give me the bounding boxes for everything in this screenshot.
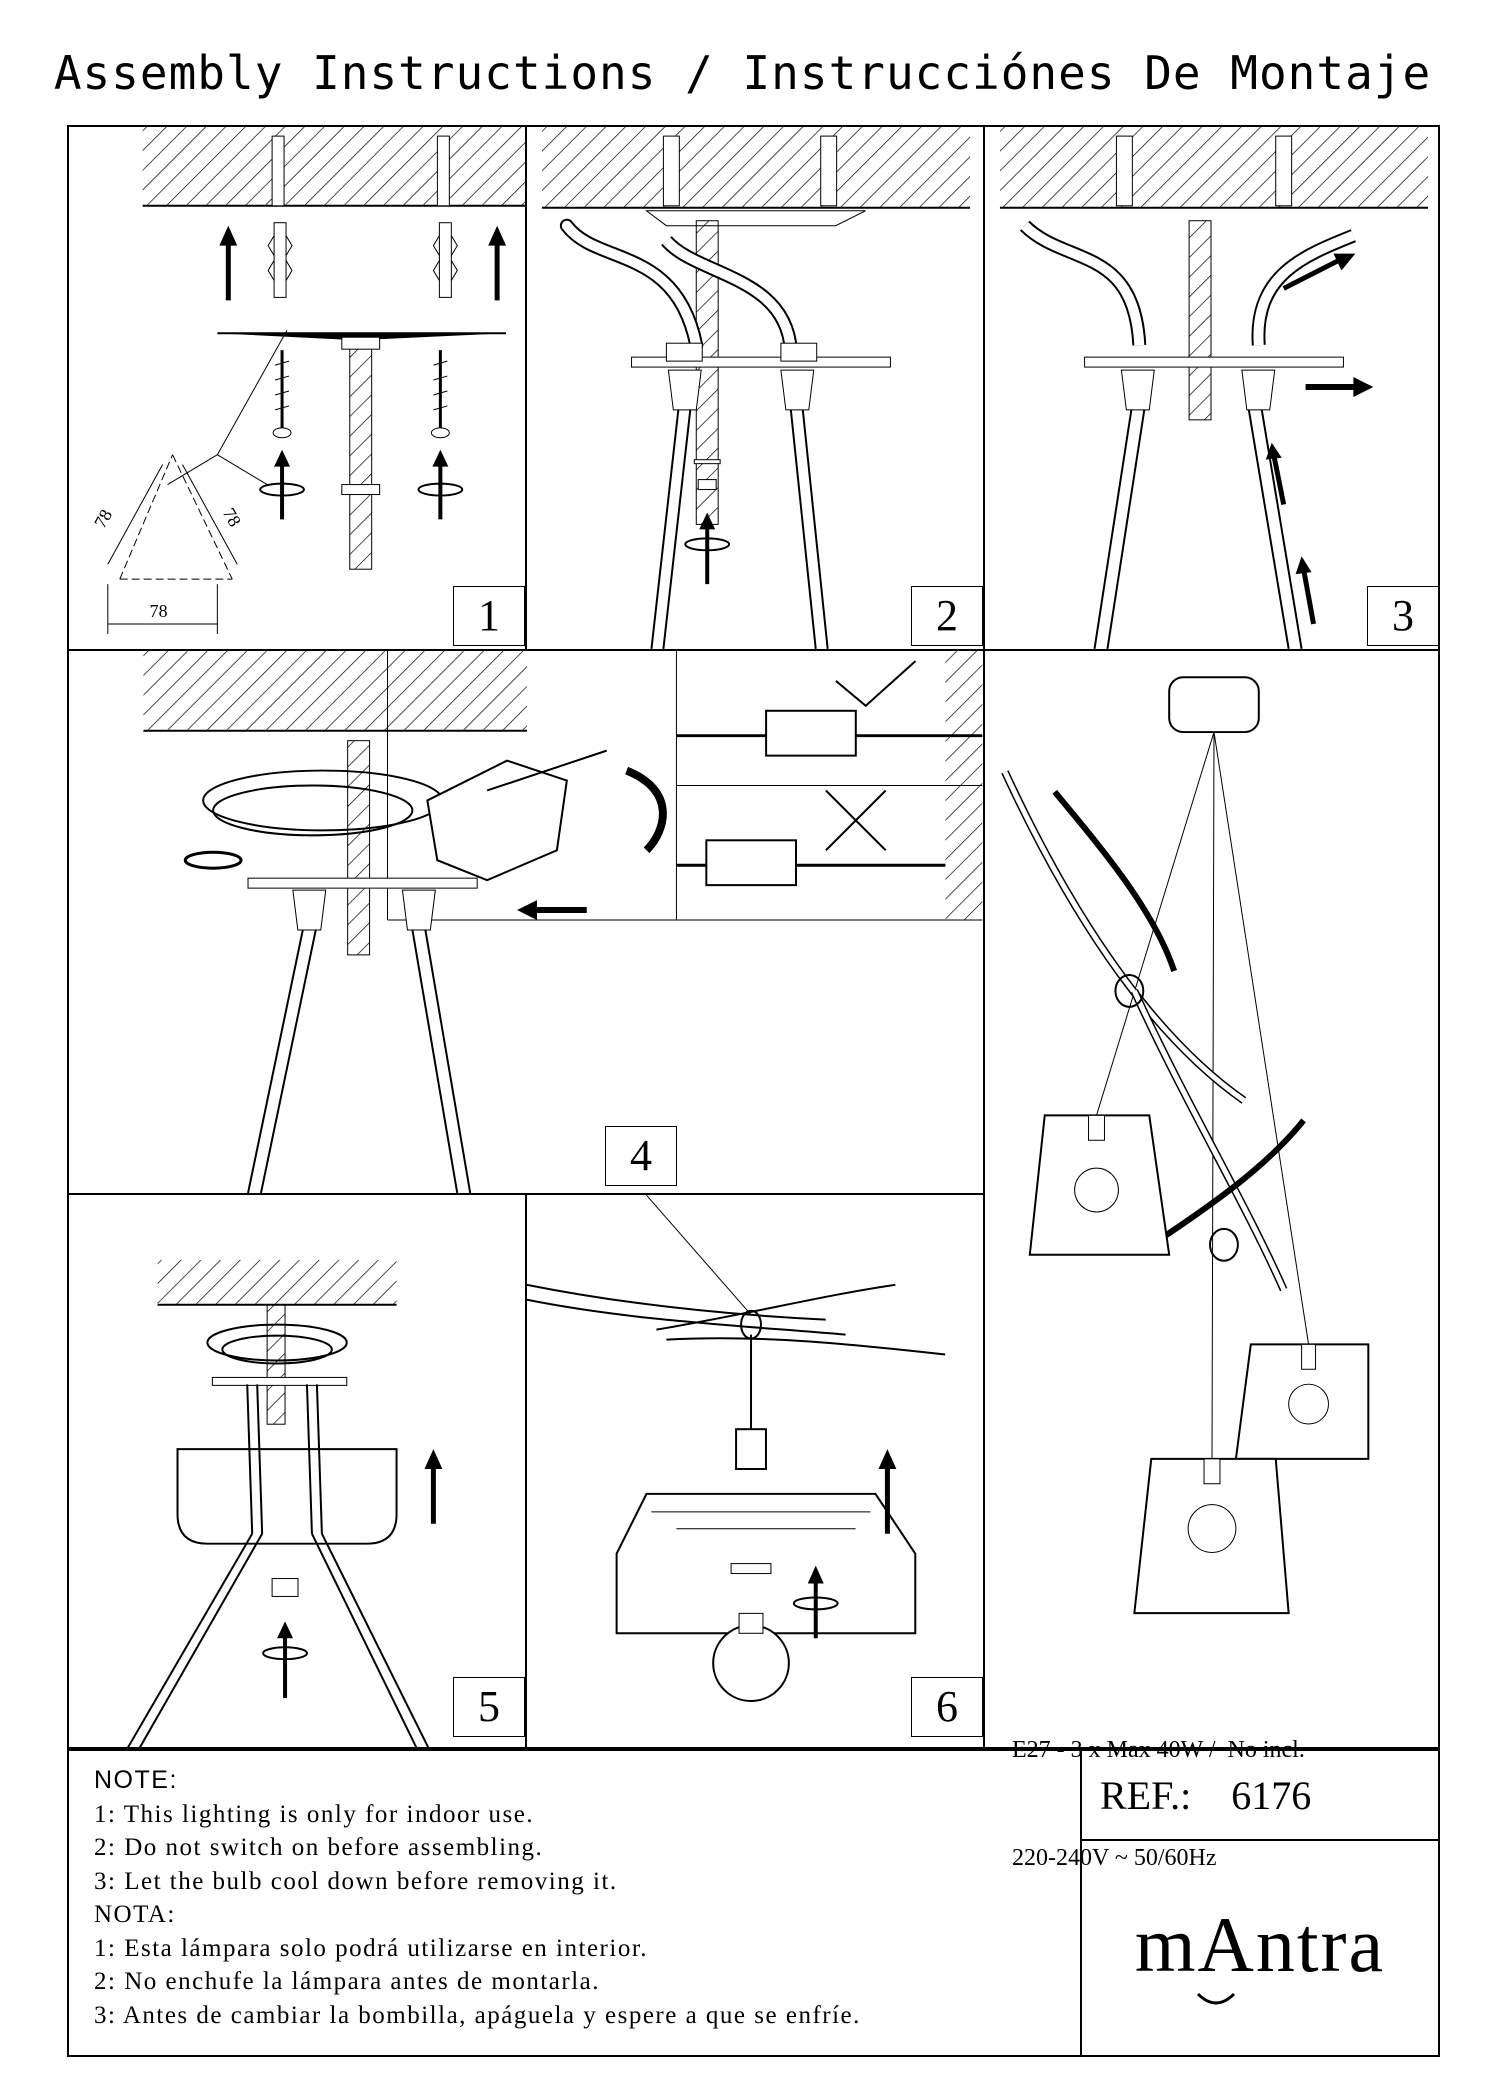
wall-plug-icon	[267, 222, 293, 298]
note-es-2: 2: No enchufe la lámpara antes de montar…	[94, 1968, 600, 1995]
ref-label: REF.: 6176	[1100, 1772, 1311, 1819]
cross-icon	[825, 789, 887, 851]
note-en-1: 1: This lighting is only for indoor use.	[94, 1800, 535, 1828]
note-header-es: NOTA:	[94, 1901, 176, 1928]
step-number-6: 6	[911, 1677, 983, 1737]
ref-number: 6176	[1231, 1773, 1312, 1818]
step-number-3: 3	[1367, 586, 1439, 646]
screw-icon	[272, 350, 292, 439]
note-es-3: 3: Antes de cambiar la bombilla, apáguel…	[94, 2001, 861, 2029]
spec-line-2: 220-240V ~ 50/60Hz	[1012, 1845, 1217, 1871]
step-3-panel: 3	[984, 125, 1440, 650]
step-number-5: 5	[453, 1677, 525, 1737]
step-1-drawing: 78 78 78	[90, 126, 525, 634]
brand-logo: mAntra	[1134, 1901, 1386, 1988]
finished-lamp-panel	[984, 650, 1440, 1749]
brand-box	[1080, 1841, 1440, 2057]
ref-box	[1080, 1749, 1440, 1841]
finished-lamp-drawing	[1001, 676, 1370, 1615]
ref-label-text: REF.:	[1100, 1773, 1192, 1818]
note-en-3: 3: Let the bulb cool down before removin…	[94, 1867, 618, 1895]
step-2-panel: 2	[526, 125, 984, 650]
notes-text: NOTE: 1: This lighting is only for indoo…	[94, 1764, 1054, 2032]
step-3-drawing	[999, 126, 1429, 649]
dim-right: 78	[219, 504, 245, 530]
arrow-up-icon	[219, 225, 238, 301]
step-6-drawing	[527, 1195, 946, 1702]
step-5-panel: 5	[67, 1194, 526, 1749]
notes-frame	[67, 1749, 1440, 2057]
step-5-drawing	[126, 1259, 443, 1748]
page-title: Assembly Instructions / Instrucciónes De…	[53, 46, 1432, 100]
specs-block: E27 - 3 x Max 40W / No incl. 220-240V ~ …	[1012, 1660, 1305, 1912]
step-6-panel: 6	[526, 1194, 984, 1749]
dim-base: 78	[150, 601, 168, 621]
note-header-en: NOTE:	[94, 1766, 178, 1794]
note-en-2: 2: Do not switch on before assembling.	[94, 1834, 544, 1861]
step-number-2: 2	[911, 586, 983, 646]
step-1-panel: 78 78 78 1	[67, 125, 526, 650]
note-es-1: 1: Esta lámpara solo podrá utilizarse en…	[94, 1934, 649, 1962]
check-icon	[835, 660, 917, 708]
step-number-4: 4	[605, 1126, 677, 1186]
brand-smile-icon	[1196, 1992, 1236, 2005]
rotate-icon	[259, 449, 305, 520]
dim-left: 78	[90, 506, 116, 532]
bulb-icon	[712, 1612, 790, 1702]
step-2-drawing	[541, 126, 971, 649]
step-4-drawing	[143, 651, 983, 1193]
step-4-panel: 4	[67, 650, 984, 1194]
step-number-1: 1	[453, 586, 525, 646]
